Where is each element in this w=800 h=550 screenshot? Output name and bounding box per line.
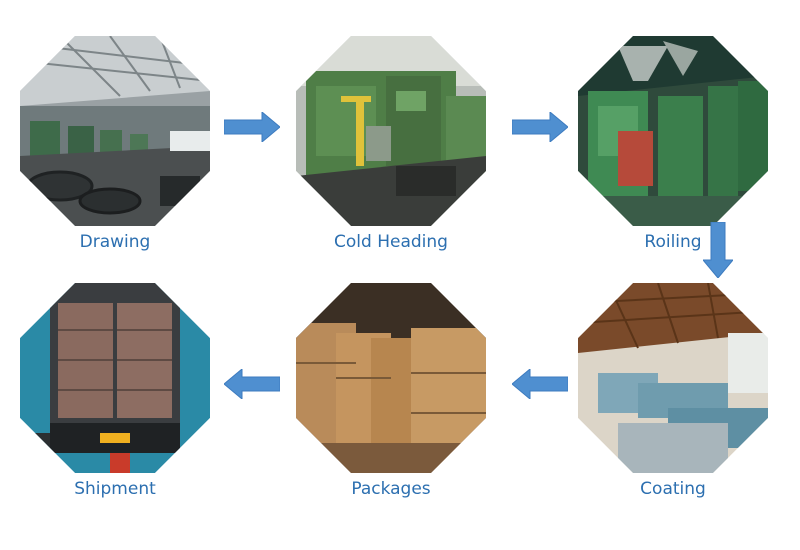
arrow-right-icon bbox=[224, 112, 280, 142]
step-label-drawing: Drawing bbox=[79, 232, 151, 252]
step-label-packages: Packages bbox=[351, 479, 431, 499]
shipment-photo bbox=[20, 283, 210, 473]
arrow-left-icon bbox=[512, 369, 568, 399]
roiling-photo bbox=[578, 36, 768, 226]
step-label-cold-heading: Cold Heading bbox=[334, 232, 448, 252]
arrow-left-icon bbox=[224, 369, 280, 399]
arrow-right-icon bbox=[512, 112, 568, 142]
drawing-photo bbox=[20, 36, 210, 226]
arrow-down-icon bbox=[703, 222, 733, 278]
packages-photo bbox=[296, 283, 486, 473]
cold-heading-photo bbox=[296, 36, 486, 226]
coating-photo bbox=[578, 283, 768, 473]
step-label-roiling: Roiling bbox=[644, 232, 702, 252]
step-label-coating: Coating bbox=[640, 479, 706, 499]
step-label-shipment: Shipment bbox=[74, 479, 156, 499]
